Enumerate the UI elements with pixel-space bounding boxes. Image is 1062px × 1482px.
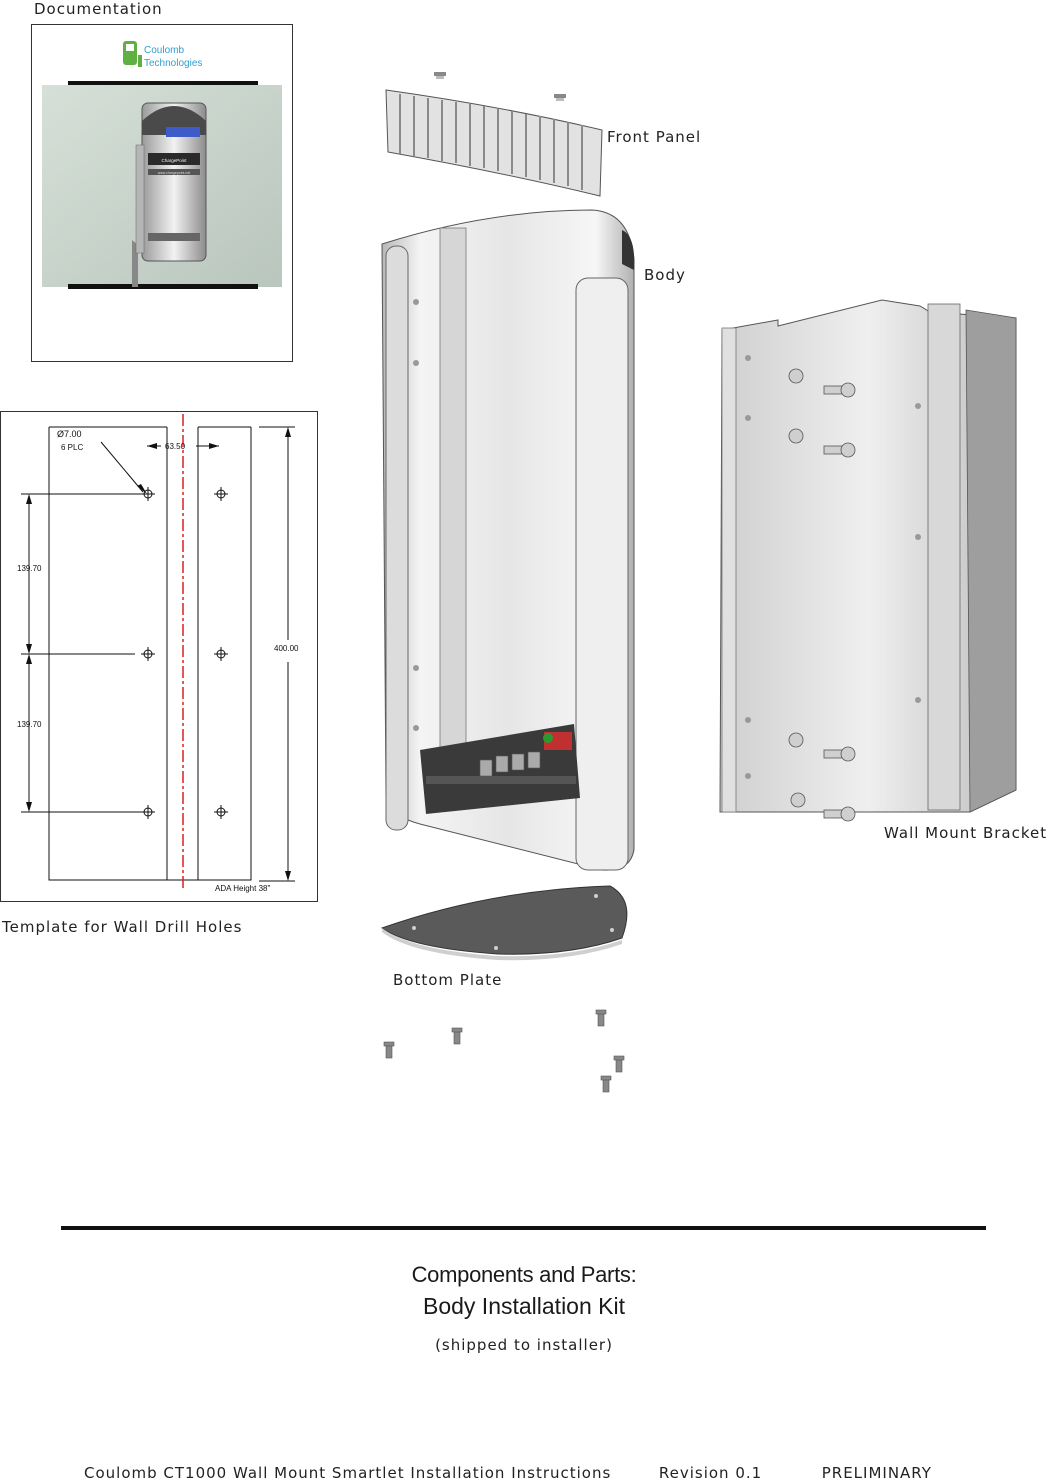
unit-brand-text: ChargePoint xyxy=(161,158,187,163)
logo-line2: Technologies xyxy=(144,58,202,69)
footer-revision: Revision 0.1 xyxy=(658,1464,763,1482)
screw-icon xyxy=(434,72,566,101)
ada-height-text: ADA Height 38" xyxy=(215,884,270,893)
heading-note: (shipped to installer) xyxy=(435,1336,613,1354)
hole-count-text: 6 PLC xyxy=(61,443,83,452)
wall-mount-bracket-label: Wall Mount Bracket xyxy=(884,824,1048,842)
heading-title: Components and Parts: xyxy=(411,1262,637,1287)
width-dimension-text: 63.50 xyxy=(165,442,186,451)
bottom-plate-part xyxy=(380,885,628,961)
unit-url-text: www.chargepoint.net xyxy=(158,171,191,175)
body-label: Body xyxy=(644,266,686,284)
spacing-top-text: 139.70 xyxy=(17,564,42,573)
heading-subtitle: Body Installation Kit xyxy=(422,1293,625,1319)
exploded-parts-illustration xyxy=(380,72,1017,1093)
front-panel-label: Front Panel xyxy=(607,128,702,146)
footer-title: Coulomb CT1000 Wall Mount Smartlet Insta… xyxy=(84,1464,612,1482)
documentation-label: Documentation xyxy=(34,0,163,18)
drill-hole-markers xyxy=(141,487,228,819)
body-part xyxy=(381,209,635,871)
front-panel-part xyxy=(385,89,603,197)
template-label: Template for Wall Drill Holes xyxy=(2,918,243,936)
footer: Coulomb CT1000 Wall Mount Smartlet Insta… xyxy=(84,1464,932,1482)
wall-mount-bracket-part xyxy=(719,299,1017,822)
overall-height-text: 400.00 xyxy=(274,644,299,653)
coulomb-logo-icon xyxy=(123,41,142,67)
smartlet-unit-icon xyxy=(132,102,207,287)
drill-template-card: Ø7.00 6 PLC 63.50 139.70 139.70 400.00 A… xyxy=(0,411,318,902)
documentation-illustration: Coulomb Technologies xyxy=(42,41,282,289)
logo-line1: Coulomb xyxy=(144,45,184,56)
drill-template-drawing: Ø7.00 6 PLC 63.50 139.70 139.70 400.00 A… xyxy=(17,414,299,893)
section-divider xyxy=(61,1226,986,1230)
spacing-bottom-text: 139.70 xyxy=(17,720,42,729)
hole-diameter-text: Ø7.00 xyxy=(57,429,82,439)
bottom-plate-label: Bottom Plate xyxy=(393,971,503,989)
footer-status: PRELIMINARY xyxy=(821,1464,932,1482)
documentation-card: Coulomb Technologies xyxy=(31,24,293,362)
screw-icon xyxy=(383,1009,625,1093)
